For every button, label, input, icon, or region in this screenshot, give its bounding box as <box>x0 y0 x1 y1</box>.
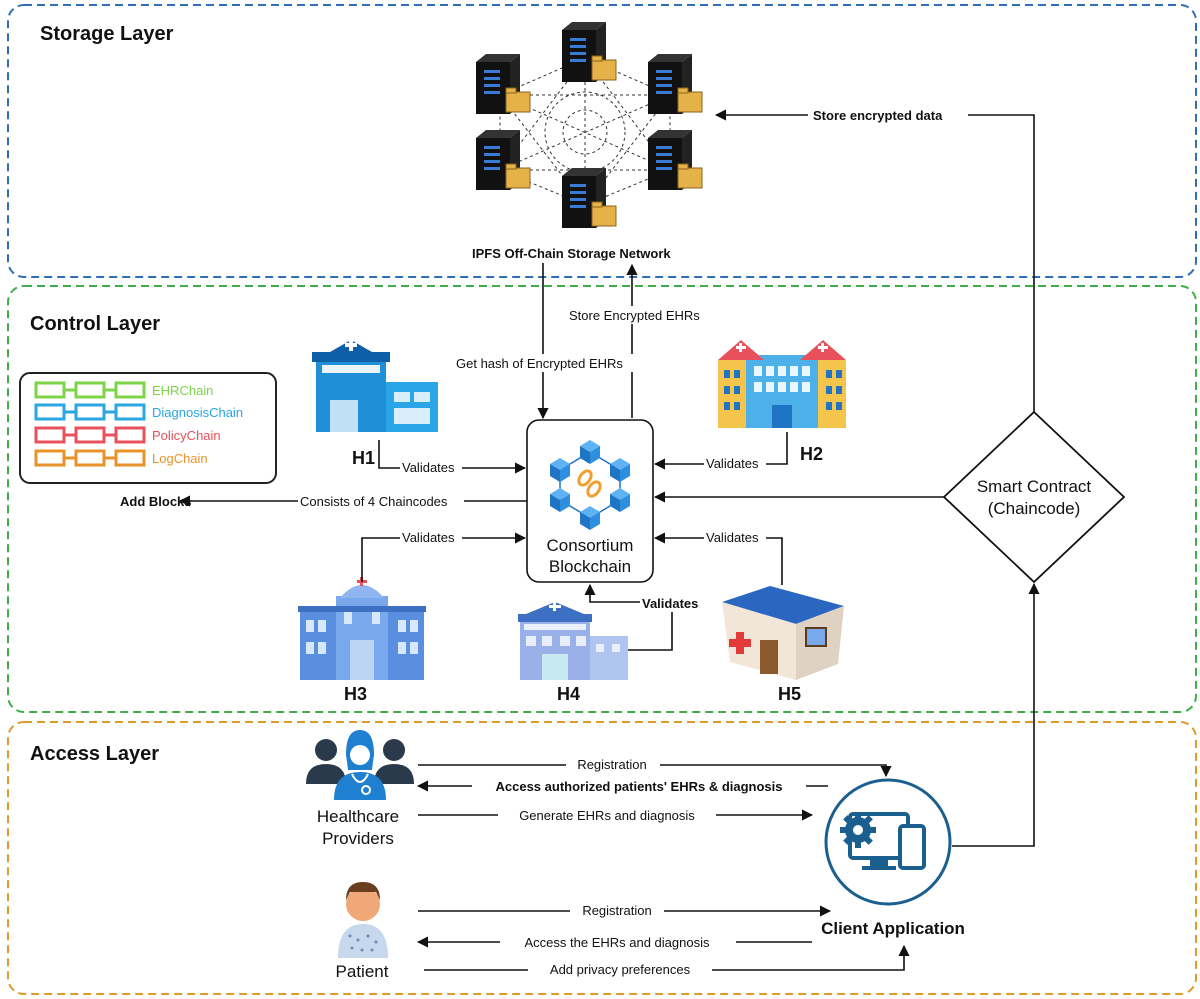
generate-ehrs-label: Generate EHRs and diagnosis <box>519 808 695 823</box>
chain-label-policy: PolicyChain <box>152 428 221 443</box>
ipfs-network-icon <box>475 21 703 229</box>
h3-validates-arrow <box>361 532 527 582</box>
smart-contract: Smart Contract (Chaincode) <box>942 410 1126 584</box>
h4-validates-label: Validates <box>642 596 698 611</box>
storage-layer-title: Storage Layer <box>40 23 174 45</box>
privacy-preferences-label: Add privacy preferences <box>550 962 691 977</box>
h5-validates-arrow <box>653 532 783 585</box>
healthcare-providers-label-line2: Providers <box>322 829 394 848</box>
client-application-icon <box>824 778 952 906</box>
server-icon <box>647 53 703 115</box>
healthcare-providers-label-line1: Healthcare <box>317 807 399 826</box>
diagnosis-chain-icon <box>34 403 146 421</box>
access-ehrs-label: Access the EHRs and diagnosis <box>525 935 710 950</box>
blockchain-network-icon <box>550 440 630 530</box>
h2-validates-arrow <box>653 432 788 470</box>
ipfs-network-label: IPFS Off-Chain Storage Network <box>472 246 671 261</box>
control-layer-title: Control Layer <box>30 313 160 335</box>
hospital-h1-icon <box>312 339 438 432</box>
patient-registration-label: Registration <box>582 903 651 918</box>
h3-validates-label: Validates <box>402 530 455 545</box>
h1-validates-arrow <box>378 440 527 474</box>
smart-contract-label-line1: Smart Contract <box>977 477 1092 496</box>
access-layer-border <box>7 721 1197 995</box>
hospital-h1-label: H1 <box>352 448 375 468</box>
blockchain-label-line1: Consortium <box>547 536 634 555</box>
h2-validates-label: Validates <box>706 456 759 471</box>
hospital-h5-label: H5 <box>778 684 801 704</box>
store-encrypted-ehrs-label: Store Encrypted EHRs <box>569 308 700 323</box>
server-icon <box>647 129 703 191</box>
consortium-blockchain: Consortium Blockchain <box>526 419 654 583</box>
client-to-smart-contract-arrow <box>952 582 1040 847</box>
log-chain-icon <box>34 449 146 467</box>
h1-validates-label: Validates <box>402 460 455 475</box>
hospital-h5-icon <box>722 586 844 680</box>
add-blocks-label: Add Blocks <box>120 494 192 509</box>
chain-label-diagnosis: DiagnosisChain <box>152 405 243 420</box>
server-icon <box>561 167 617 229</box>
client-application-label: Client Application <box>821 919 965 938</box>
h5-validates-label: Validates <box>706 530 759 545</box>
hospital-h4-icon <box>518 601 628 680</box>
policy-chain-icon <box>34 426 146 444</box>
chain-label-ehr: EHRChain <box>152 383 213 398</box>
ehr-chain-icon <box>34 381 146 399</box>
access-layer-title: Access Layer <box>30 743 159 765</box>
hospital-h2-icon <box>718 340 846 428</box>
hospital-h2-label: H2 <box>800 444 823 464</box>
hospital-h4-label: H4 <box>557 684 580 704</box>
server-icon <box>561 21 617 83</box>
blockchain-label-line2: Blockchain <box>549 557 631 576</box>
link-icon <box>577 469 602 498</box>
smart-contract-label-line2: (Chaincode) <box>988 499 1081 518</box>
patient-label: Patient <box>336 962 389 981</box>
provider-registration-label: Registration <box>577 757 646 772</box>
healthcare-providers-icon <box>306 730 414 800</box>
access-authorized-label: Access authorized patients' EHRs & diagn… <box>496 779 783 794</box>
chaincode-legend: EHRChain DiagnosisChain PolicyChain LogC… <box>19 372 277 484</box>
get-hash-label: Get hash of Encrypted EHRs <box>456 356 623 371</box>
gear-icon <box>840 812 876 848</box>
hospital-h3-label: H3 <box>344 684 367 704</box>
consists-of-label: Consists of 4 Chaincodes <box>300 494 448 509</box>
chain-label-log: LogChain <box>152 451 208 466</box>
hospital-h3-icon <box>298 577 426 680</box>
patient-icon <box>338 882 388 958</box>
server-icon <box>475 129 531 191</box>
control-layer-border <box>7 285 1197 713</box>
store-encrypted-data-label: Store encrypted data <box>813 108 943 123</box>
server-icon <box>475 53 531 115</box>
storage-layer-border <box>7 4 1197 278</box>
